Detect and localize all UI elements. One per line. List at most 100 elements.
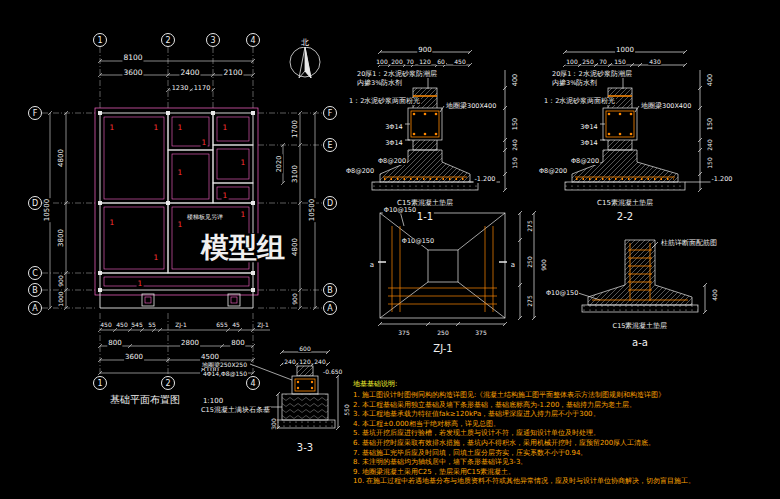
label-anchor: 1	[222, 185, 229, 201]
label-anchor: 1. 施工图设计时图例同构的构造详图见:《混凝土结构施工图平面整体表示方法制图规…	[352, 384, 666, 400]
drawing-label: a	[510, 262, 516, 269]
drawing-label: 240	[512, 138, 518, 151]
label-anchor: 1230	[171, 77, 190, 93]
drawing-circle	[424, 113, 427, 116]
label-anchor: 10500	[36, 198, 52, 222]
drawing-rect	[100, 203, 168, 273]
note-line: 3. 本工程地基承载力特征值fak≥120kPa，基础埋深应进入持力层不小于30…	[352, 411, 601, 418]
label-anchor: C15素混凝土垫层	[596, 192, 654, 208]
drawing-label: 基础平面布置图	[109, 395, 181, 406]
drawing-label: 1000	[58, 290, 64, 307]
label-anchor: 550	[336, 403, 352, 416]
label-anchor: -1.200	[711, 168, 734, 184]
label-anchor: 内掺3%防水剂	[551, 72, 598, 88]
drawing-path	[50, 113, 66, 308]
drawing-label: 240	[313, 359, 326, 365]
drawing-label: C15素混凝土垫层	[596, 200, 654, 207]
drawing-label: 450	[453, 59, 466, 65]
drawing-rect	[100, 113, 168, 203]
note-line: 8. 未注明的基础均为轴线居中，墙下条形基础详见3-3。	[352, 459, 528, 466]
axis-label: B	[324, 286, 336, 295]
drawing-label: 地圈梁300X400	[640, 103, 692, 110]
drawing-label: 1700	[292, 119, 299, 139]
label-anchor: 1700	[284, 119, 300, 139]
drawing-label: Φ8@200	[538, 168, 568, 175]
drawing-path	[100, 47, 253, 108]
drawing-path	[378, 261, 507, 263]
label-anchor: 2-2	[616, 207, 634, 223]
label-anchor: 1170	[193, 77, 212, 93]
drawing-rect	[145, 297, 151, 303]
drawing-label: 1	[177, 221, 184, 229]
label-anchor: 20厚1：2水泥砂浆防潮层	[551, 63, 633, 79]
axis-label: A	[324, 304, 336, 313]
drawing-path	[575, 177, 675, 178]
drawing-label: a	[369, 262, 375, 269]
drawing-rect	[372, 182, 478, 190]
drawing-label: 1：2水泥砂浆两面粉光	[348, 98, 421, 105]
drawing-rect	[295, 379, 315, 391]
drawing-label: 1	[109, 124, 116, 132]
label-anchor: Φ8@200	[538, 160, 568, 176]
label-anchor: 1	[201, 132, 208, 148]
drawing-rect	[565, 182, 685, 190]
drawing-label: 3Φ14	[384, 140, 404, 147]
drawing-label: 10500	[309, 198, 316, 222]
label-anchor: 240	[283, 351, 296, 367]
axis-label: 1	[94, 379, 106, 388]
drawing-label: 1	[153, 124, 160, 132]
drawing-label: 1000	[615, 47, 635, 54]
drawing-rect	[251, 271, 255, 275]
drawing-label: 1	[222, 192, 229, 200]
label-anchor: 20厚1：2水泥砂浆防潮层	[356, 63, 438, 79]
label-anchor: 150	[699, 117, 715, 131]
drawing-label: 900	[292, 292, 298, 305]
drawing-label: 8100	[122, 54, 143, 62]
label-anchor: 10500	[301, 198, 317, 222]
label-anchor: 200	[390, 51, 403, 67]
drawing-g	[100, 113, 253, 308]
drawing-label: 1	[153, 254, 160, 262]
label-anchor: Φ10@150	[383, 199, 417, 215]
rebar-a-a	[592, 243, 688, 301]
drawing-label: Φ8@200	[377, 158, 407, 165]
axis-label: 4	[247, 36, 259, 45]
drawing-label: 150	[512, 117, 519, 131]
label-anchor: 70	[405, 51, 415, 67]
label-anchor: 375	[397, 322, 410, 338]
note-line: 1. 施工图设计时图例同构的构造详图见:《混凝土结构施工图平面整体表示方法制图规…	[352, 392, 666, 399]
drawing-label: 地圈梁250X250	[201, 362, 248, 368]
drawing-path	[600, 76, 720, 182]
drawing-label: 3600	[124, 354, 144, 361]
label-anchor: 1	[109, 117, 116, 133]
drawing-label: 250	[527, 255, 533, 268]
label-anchor: 9. 地圈梁混凝土采用C25，垫层采用C15素混凝土。	[352, 461, 517, 477]
label-anchor: ZJ-1	[432, 339, 453, 355]
drawing-label: 550	[344, 403, 350, 416]
grid-axis-bubble: F	[323, 106, 337, 120]
footing-plan-zj1	[378, 211, 536, 326]
label-anchor: 地圈梁300X400	[640, 95, 692, 111]
drawing-rect	[228, 294, 240, 306]
drawing-path	[518, 211, 536, 320]
drawing-label: 3Φ14	[579, 140, 599, 147]
drawing-label: Φ10@150	[545, 290, 579, 297]
label-anchor: 800	[107, 332, 122, 348]
drawing-label: 4800	[58, 148, 65, 168]
label-anchor: 275	[519, 219, 535, 232]
drawing-label: 内掺3%防水剂	[551, 80, 598, 87]
label-anchor: 2. 本工程基础采用独立基础及墙下条形基础，基础底标高为-1.200，基础持力层…	[352, 394, 637, 410]
dimension-lines	[48, 59, 317, 375]
drawing-g	[413, 113, 438, 136]
label-anchor: 楼梯板见另详	[186, 206, 224, 222]
label-anchor: Φ8@200	[570, 150, 600, 166]
label-anchor: 545	[130, 314, 143, 330]
drawing-path	[572, 150, 678, 182]
label-anchor: 250	[436, 322, 449, 338]
drawing-circle	[435, 133, 438, 136]
label-anchor: 100	[375, 51, 388, 67]
label-anchor: 10. 在施工过程中若遇地基分布与地质资料不符或其他异常情况，应及时与设计单位协…	[352, 470, 696, 486]
drawing-circle	[311, 381, 313, 383]
axis-label: E	[324, 141, 336, 150]
drawing-rect	[98, 201, 102, 205]
